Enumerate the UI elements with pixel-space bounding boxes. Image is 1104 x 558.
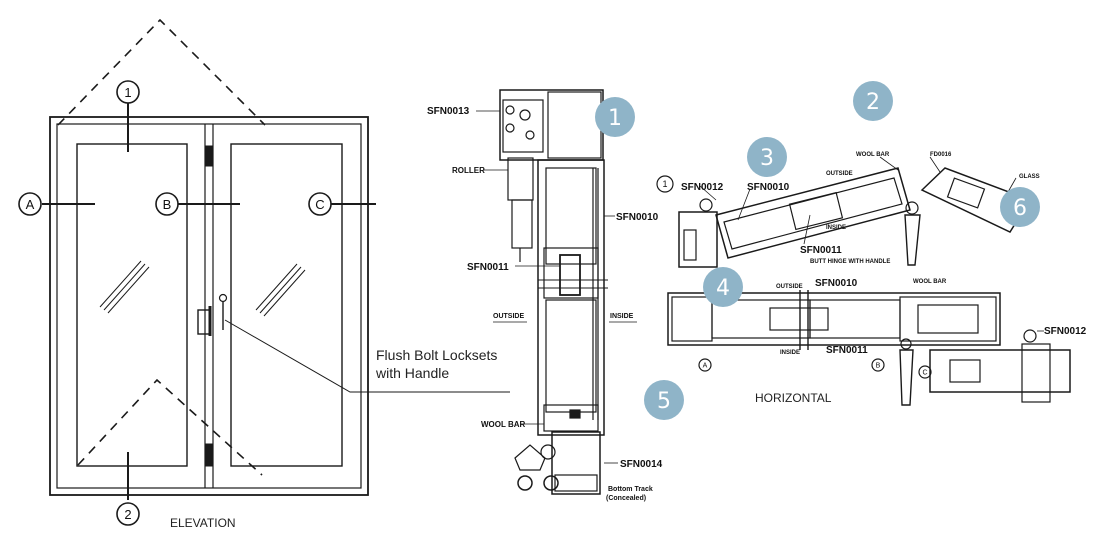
elevation-drawing xyxy=(18,18,510,526)
callout-line-2: with Handle xyxy=(375,365,449,381)
closed-leaf-row xyxy=(667,292,1001,346)
h-marker-a: A xyxy=(703,363,708,370)
label-sfn0013: SFN0013 xyxy=(427,106,470,117)
left-glass-panel xyxy=(76,143,188,467)
badge-6: 6 xyxy=(1000,187,1040,227)
butt-hinge-handle xyxy=(904,214,921,266)
lower-hinge xyxy=(204,443,214,467)
right-glass-panel xyxy=(230,143,343,467)
label-inside-upper: INSIDE xyxy=(826,225,846,231)
label-fd0016: FD0016 xyxy=(930,152,952,158)
badge-2: 2 xyxy=(853,81,893,121)
svg-text:6: 6 xyxy=(1013,196,1027,221)
section-marker-c: C xyxy=(315,197,324,212)
section-marker-b: B xyxy=(163,197,172,212)
flush-bolt-lockset xyxy=(197,309,211,335)
svg-text:4: 4 xyxy=(716,276,730,301)
callout-leader xyxy=(224,319,510,393)
label-wool-bar-lower: WOOL BAR xyxy=(913,279,947,285)
top-swing-lines xyxy=(57,18,266,126)
badge-1: 1 xyxy=(595,97,635,137)
bottom-track xyxy=(551,431,601,495)
label-sfn0010-lower: SFN0010 xyxy=(815,278,858,289)
door-outer-frame xyxy=(49,116,369,496)
label-inside-lower: INSIDE xyxy=(780,350,800,356)
elevation-caption: ELEVATION xyxy=(170,516,236,530)
label-outside-lower: OUTSIDE xyxy=(776,284,803,290)
label-sfn0011-lower: SFN0011 xyxy=(826,345,868,356)
vertical-section-drawing xyxy=(476,89,637,495)
label-glass: GLASS xyxy=(1019,174,1040,180)
label-outside-vertical: OUTSIDE xyxy=(493,313,524,320)
label-bottom-track: Bottom Track xyxy=(608,486,653,493)
badge-5: 5 xyxy=(644,380,684,420)
svg-text:5: 5 xyxy=(657,389,671,414)
label-outside-upper: OUTSIDE xyxy=(826,171,853,177)
label-sfn0014: SFN0014 xyxy=(620,459,663,470)
label-sfn0012-upper: SFN0012 xyxy=(681,182,724,193)
horizontal-section-lower xyxy=(667,290,1071,406)
label-sfn0011-upper: SFN0011 xyxy=(800,245,842,256)
upper-hinge xyxy=(204,145,214,167)
label-wool-bar-vertical: WOOL BAR xyxy=(481,420,526,429)
side-leaf xyxy=(929,349,1071,393)
label-bottom-track-concealed: (Concealed) xyxy=(606,495,646,502)
label-roller: ROLLER xyxy=(452,166,485,175)
label-sfn0011-vertical: SFN0011 xyxy=(467,262,509,273)
section-marker-1: 1 xyxy=(124,85,131,100)
label-inside-vertical: INSIDE xyxy=(610,313,634,320)
section-marker-2: 2 xyxy=(124,507,131,522)
badge-4: 4 xyxy=(703,267,743,307)
label-sfn0010-vertical: SFN0010 xyxy=(616,212,659,223)
label-butt-hinge: BUTT HINGE WITH HANDLE xyxy=(810,259,890,265)
h-marker-b: B xyxy=(876,363,881,370)
bottom-swing-lines xyxy=(77,378,263,476)
h-marker-1: 1 xyxy=(662,179,667,189)
horizontal-caption: HORIZONTAL xyxy=(755,391,832,405)
badge-3: 3 xyxy=(747,137,787,177)
svg-text:1: 1 xyxy=(608,106,622,131)
label-sfn0010-upper: SFN0010 xyxy=(747,182,790,193)
section-marker-a: A xyxy=(26,197,35,212)
svg-text:3: 3 xyxy=(760,146,774,171)
label-wool-bar-upper: WOOL BAR xyxy=(856,152,890,158)
svg-text:2: 2 xyxy=(866,90,880,115)
roller xyxy=(507,157,534,201)
door-leaf-section xyxy=(537,159,605,436)
callout-line-1: Flush Bolt Locksets xyxy=(376,347,497,363)
h-marker-c: C xyxy=(922,370,927,377)
label-sfn0012-lower: SFN0012 xyxy=(1044,326,1087,337)
open-leaf-left xyxy=(715,167,911,259)
